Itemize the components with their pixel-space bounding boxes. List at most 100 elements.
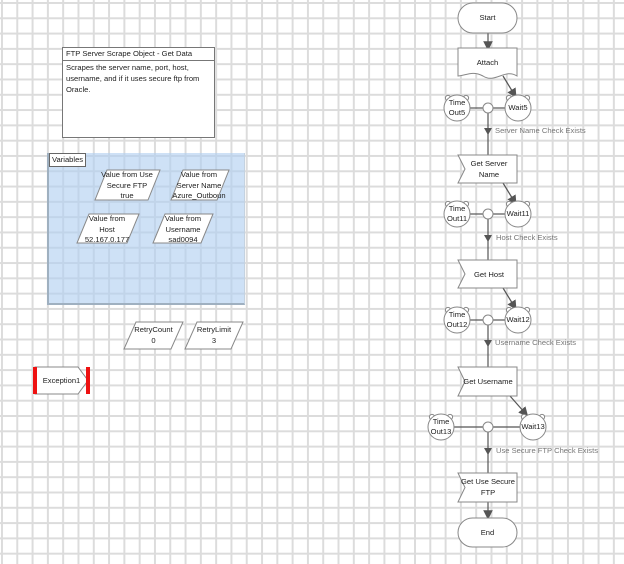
clock-face	[504, 306, 532, 334]
clock-face	[443, 306, 471, 334]
data-item-value: 3	[211, 335, 217, 345]
action-label-get-use-secure-ftp: Get Use Secure FTP	[459, 476, 517, 498]
data-item-value: Azure_Outboun	[172, 191, 226, 200]
action-get-use-secure-ftp[interactable]	[457, 472, 518, 503]
label-line: Value from	[88, 214, 126, 223]
arrowhead-username-check	[484, 340, 492, 347]
description-note[interactable]: FTP Server Scrape Object - Get Data Scra…	[62, 47, 215, 138]
label-line: FTP	[480, 488, 496, 497]
wait-junction[interactable]	[482, 208, 494, 220]
note-body: Scrapes the server name, port, host, use…	[66, 63, 200, 94]
note-title: FTP Server Scrape Object - Get Data	[63, 48, 214, 61]
data-item-retry-limit[interactable]	[184, 321, 244, 350]
attach-label: Attach	[476, 58, 499, 67]
label-line: Time	[448, 310, 466, 319]
timeout-stage[interactable]	[443, 200, 471, 228]
edge-label-use-secure-ftp-check: Use Secure FTP Check Exists	[496, 446, 598, 455]
label-line: Out5	[448, 108, 466, 117]
wait-label: Wait13	[521, 422, 545, 431]
data-item-retry-limit-label: RetryLimit 3	[185, 325, 243, 346]
label-line: Time	[432, 417, 450, 426]
data-item-retry-count-label: RetryCount 0	[124, 325, 183, 346]
clock-face	[427, 413, 455, 441]
label-line: Name	[478, 170, 500, 179]
label-line: Secure FTP	[106, 180, 148, 190]
edge-label-username-check: Username Check Exists	[495, 338, 577, 347]
end-stage[interactable]	[457, 517, 518, 548]
connector-attach-wait5	[502, 75, 517, 99]
clock-face	[504, 200, 532, 228]
data-item-username[interactable]	[152, 213, 214, 244]
action-label-get-host: Get Host	[474, 270, 504, 279]
end-label: End	[480, 528, 495, 537]
edge-label-host-check: Host Check Exists	[496, 233, 558, 242]
label-line: Out11	[446, 214, 468, 223]
timeout-stage[interactable]	[443, 94, 471, 122]
action-label-get-username: Get Username	[463, 377, 513, 386]
wait-label: Wait5	[508, 103, 528, 112]
label-line: Value from	[180, 170, 218, 179]
wait-label: Wait11	[506, 209, 530, 218]
data-item-username-label: Value from Username sad0094	[152, 214, 214, 246]
data-item-value: 52.167.0.177	[84, 235, 130, 244]
clock-face	[443, 200, 471, 228]
clock-face	[443, 94, 471, 122]
data-item-use-secure-ftp[interactable]	[94, 169, 161, 201]
wait-stage[interactable]	[504, 200, 532, 228]
start-label: Start	[479, 13, 496, 22]
label-line: Value from	[164, 214, 202, 223]
clock-face	[519, 413, 547, 441]
data-item-host-label: Value from Host 52.167.0.177	[76, 214, 138, 246]
label-line: Out13	[430, 427, 452, 436]
attach-stage[interactable]	[457, 47, 518, 79]
label-line: Value from Use	[101, 170, 153, 179]
timeout-stage[interactable]	[443, 306, 471, 334]
wait-stage[interactable]	[504, 94, 532, 122]
label-line: Host	[99, 224, 115, 234]
label-line: Out12	[446, 320, 468, 329]
start-stage[interactable]	[457, 2, 518, 34]
label-line: Get Server	[470, 159, 508, 168]
connector-getusername-wait13	[509, 395, 529, 417]
wait-stage[interactable]	[519, 413, 547, 441]
arrowhead-ftp-check	[484, 448, 492, 455]
timeout-stage[interactable]	[427, 413, 455, 441]
wait-junction[interactable]	[482, 102, 494, 114]
label-line: Time	[448, 98, 466, 107]
data-item-value: true	[120, 191, 134, 200]
wait-stage[interactable]	[504, 306, 532, 334]
action-get-host[interactable]	[457, 259, 518, 289]
variables-block-label: Variables	[49, 153, 87, 167]
edge-label-server-name-check: Server Name Check Exists	[495, 126, 586, 135]
action-get-server-name[interactable]	[457, 154, 518, 184]
connector-getserver-wait11	[502, 182, 517, 206]
data-item-use-secure-ftp-label: Value from Use Secure FTP true	[94, 170, 160, 202]
arrowhead-host-check	[484, 235, 492, 242]
wait-junction[interactable]	[482, 421, 494, 433]
data-item-server-name[interactable]	[170, 169, 230, 201]
data-item-value: sad0094	[168, 235, 198, 244]
wait-label: Wait12	[506, 315, 530, 324]
data-item-server-name-label: Value from Server Name Azure_Outboun	[168, 170, 230, 202]
data-item-retry-count[interactable]	[123, 321, 184, 350]
action-get-username[interactable]	[457, 366, 518, 397]
label-line: Username	[165, 224, 201, 234]
wait-junction[interactable]	[482, 314, 494, 326]
data-item-name: RetryLimit	[196, 325, 232, 334]
exception-left-bar	[33, 367, 37, 394]
data-item-value: 0	[151, 335, 156, 345]
clock-face	[504, 94, 532, 122]
arrowhead-server-check	[484, 128, 492, 135]
data-item-host[interactable]	[76, 213, 140, 244]
label-line: Get Use Secure	[460, 477, 516, 486]
connector-gethost-wait12	[502, 287, 517, 311]
action-label-get-server-name: Get Server Name	[461, 158, 517, 180]
exception-stage[interactable]	[33, 366, 90, 395]
label-line: Time	[448, 204, 466, 213]
data-item-name: RetryCount	[134, 325, 173, 334]
exception-label: Exception1	[42, 376, 81, 385]
